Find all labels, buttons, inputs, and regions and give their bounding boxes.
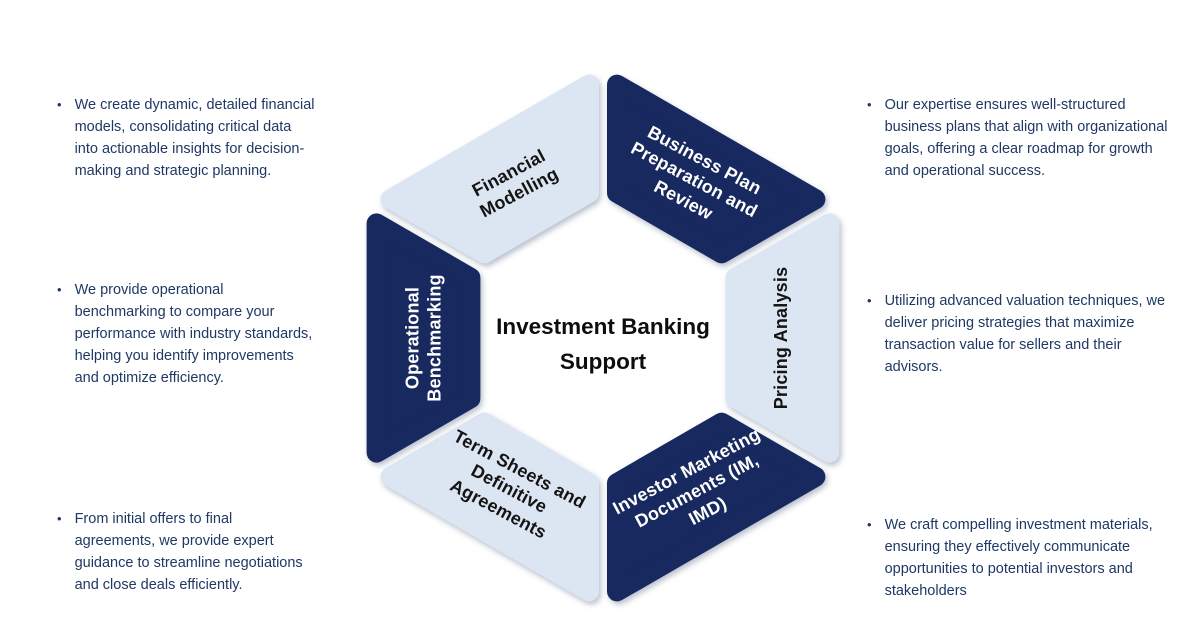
bullet-dot: •: [867, 293, 872, 308]
segment-term-sheets-and-definitive-agreements-shape: [380, 412, 599, 602]
bullet-dot: •: [57, 282, 62, 297]
bullet-business-plan: • Our expertise ensures well-structured …: [867, 94, 1168, 182]
segment-investor-marketing-documents-shape: [607, 412, 826, 602]
segment-financial-modelling-shape: [380, 74, 599, 264]
segment-pricing-analysis-shape: [725, 213, 840, 463]
bullet-operational-benchmarking: • We provide operational benchmarking to…: [57, 279, 312, 389]
bullet-text: Utilizing advanced valuation techniques,…: [884, 293, 1166, 375]
segment-operational-benchmarking-label: Operational Benchmarking: [402, 274, 445, 402]
bullet-text: Our expertise ensures well-structured bu…: [884, 97, 1168, 179]
diagram-center-title: Investment Banking Support: [496, 314, 710, 374]
bullet-dot: •: [867, 517, 872, 532]
bullet-financial-modelling: • We create dynamic, detailed financial …: [57, 94, 314, 182]
segment-business-plan-preparation-and-review-shape: [607, 74, 826, 264]
bullet-term-sheets: • From initial offers to final agreement…: [57, 508, 303, 596]
segment-operational-benchmarking-shape: [366, 213, 481, 463]
bullet-text: We provide operational benchmarking to c…: [74, 282, 313, 386]
segment-pricing-analysis-label: Pricing Analysis: [770, 266, 791, 410]
bullet-text: We create dynamic, detailed financial mo…: [74, 97, 315, 179]
bullet-dot: •: [867, 97, 872, 112]
bullet-text: From initial offers to final agreements,…: [74, 511, 303, 593]
bullet-pricing-analysis: • Utilizing advanced valuation technique…: [867, 290, 1165, 378]
bullet-dot: •: [57, 97, 62, 112]
bullet-investor-marketing: • We craft compelling investment materia…: [867, 514, 1153, 602]
bullet-text: We craft compelling investment materials…: [884, 517, 1153, 599]
bullet-dot: •: [57, 511, 62, 526]
